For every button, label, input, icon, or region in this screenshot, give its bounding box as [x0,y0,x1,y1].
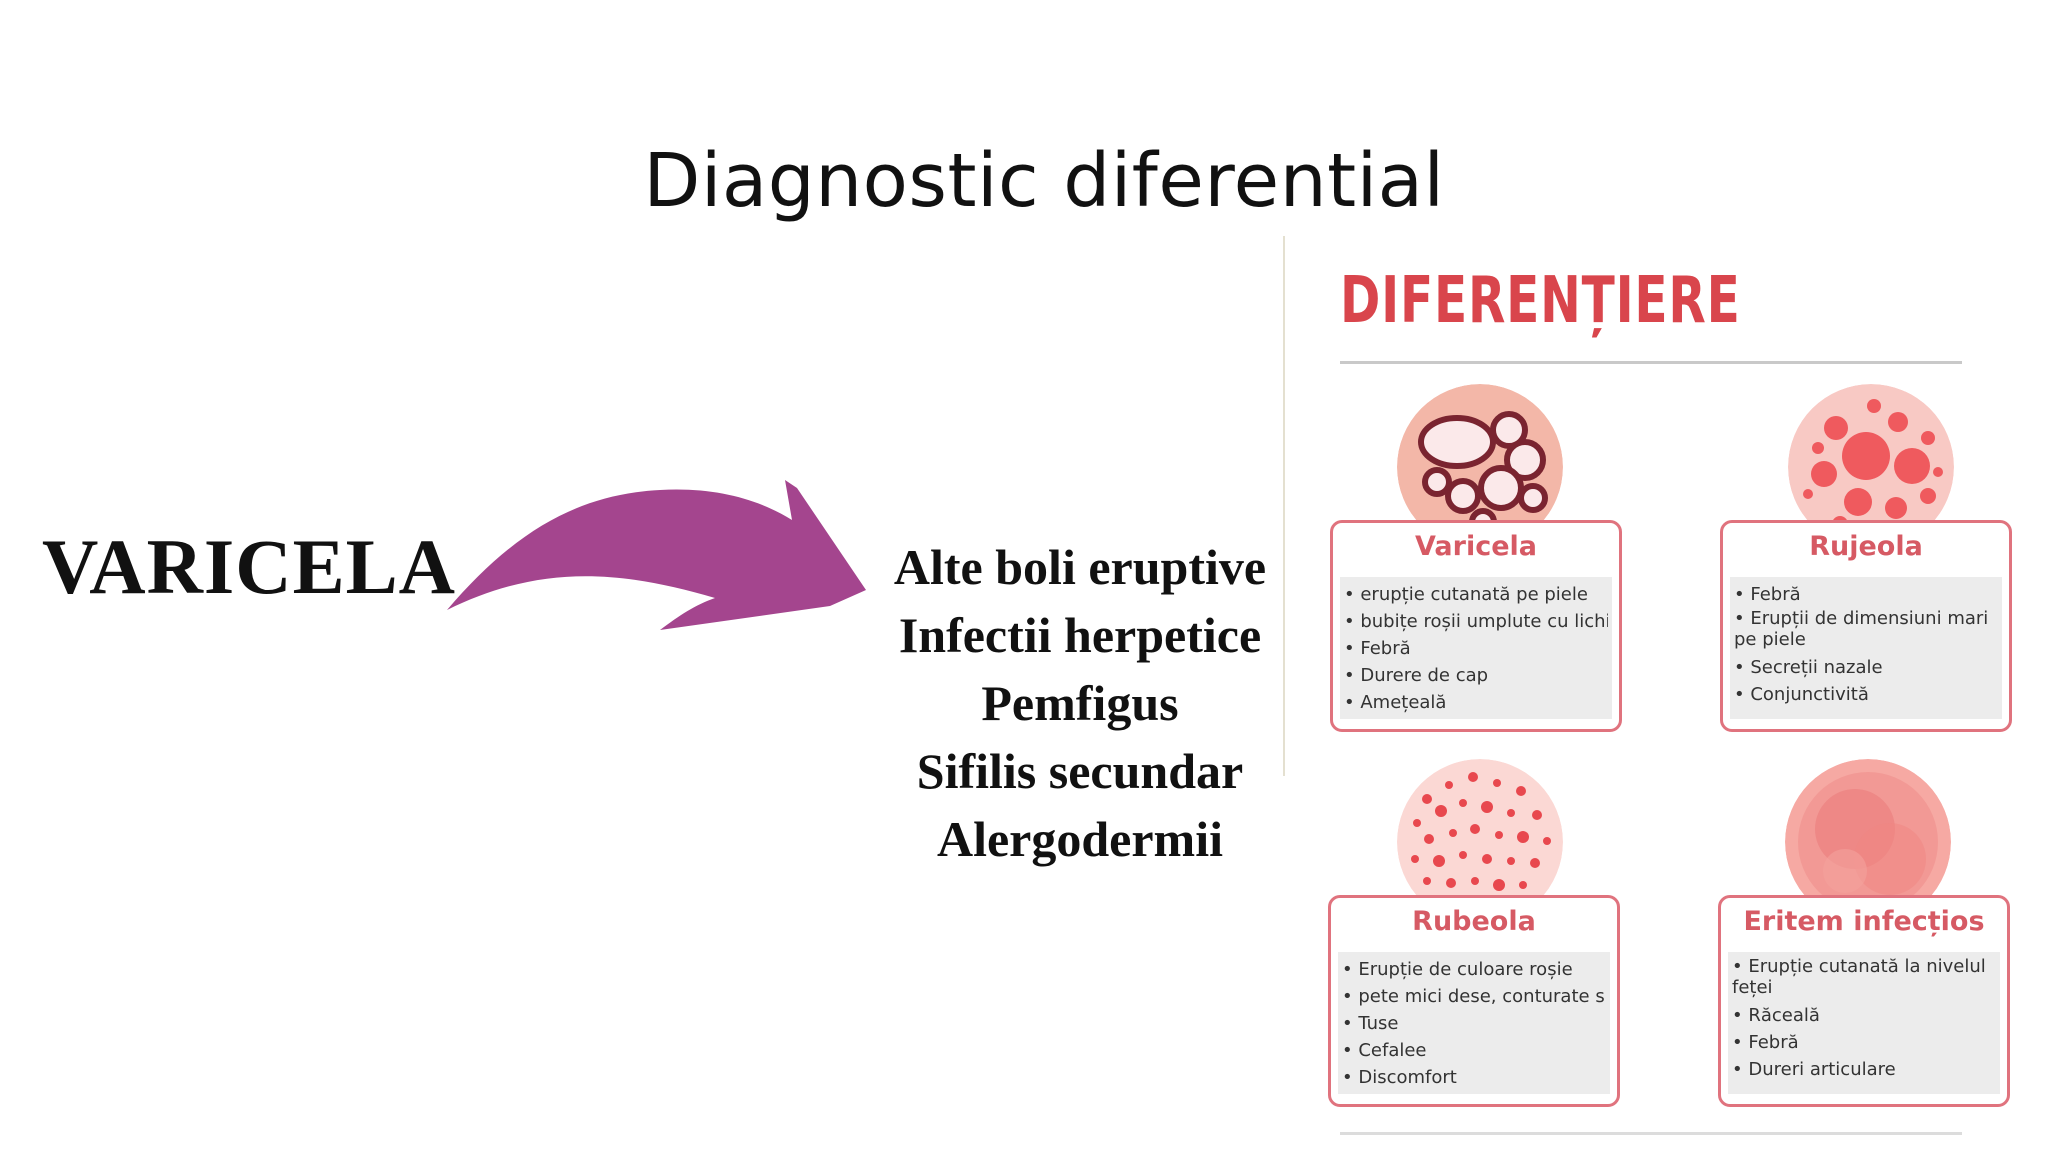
card-rujeola: Rujeola Febră Erupții de dimensiuni mari… [1720,520,2012,732]
rujeola-rash-illustration [1788,384,1954,550]
varicela-rash-illustration [1397,384,1563,550]
symptom-list: Erupție cutanată la nivelul feței Răceal… [1728,952,2000,1094]
symptom-item: Conjunctivită [1734,681,1998,708]
differential-item: Infectii herpetice [898,607,1262,663]
card-title: Rubeola [1412,906,1536,937]
symptom-item: Febră [1732,1029,1996,1056]
symptom-item: Tuse [1342,1010,1606,1037]
card-varicela: Varicela erupție cutanată pe piele bubiț… [1330,520,1622,732]
differential-item: Alergodermii [936,811,1223,867]
symptom-item: pete mici dese, conturate slab [1342,983,1606,1010]
symptom-item: Erupție de culoare roșie [1342,956,1606,983]
symptom-item: Dureri articulare [1732,1056,1996,1083]
panel-divider [1283,236,1285,776]
symptom-item: Cefalee [1342,1037,1606,1064]
bottom-rule [1340,1132,1962,1135]
symptom-item: Răceală [1732,1002,1996,1029]
symptom-item: Amețeală [1344,689,1608,716]
symptom-item: Discomfort [1342,1064,1606,1091]
infographic-heading: DIFERENȚIERE [1340,264,1741,338]
rubeola-rash-illustration [1397,759,1563,925]
card-title: Eritem infecțios [1743,906,1985,937]
symptom-list: Febră Erupții de dimensiuni mari pe piel… [1730,577,2002,719]
symptom-item: Erupție cutanată la nivelul feței [1732,956,1996,998]
eritem-rash-illustration [1785,759,1951,925]
card-rubeola: Rubeola Erupție de culoare roșie pete mi… [1328,895,1620,1107]
heading-rule [1340,361,1962,364]
differential-item: Sifilis secundar [916,743,1244,799]
differential-item: Pemfigus [981,675,1179,731]
symptom-item: Erupții de dimensiuni mari pe piele [1734,608,1998,650]
symptom-list: Erupție de culoare roșie pete mici dese,… [1338,952,1610,1094]
symptom-item: erupție cutanată pe piele [1344,581,1608,608]
symptom-list: erupție cutanată pe piele bubițe roșii u… [1340,577,1612,719]
subject-label: VARICELA [42,523,456,610]
symptom-item: Durere de cap [1344,662,1608,689]
slide-title: Diagnostic diferential [643,138,1445,224]
symptom-item: Febră [1734,581,1998,608]
card-title: Varicela [1414,531,1537,562]
symptom-item: Febră [1344,635,1608,662]
differentials-list: Alte boli eruptive Infectii herpetice Pe… [870,533,1290,873]
card-eritem-infectios: Eritem infecțios Erupție cutanată la niv… [1718,895,2010,1107]
differential-item: Alte boli eruptive [893,539,1267,595]
symptom-item: bubițe roșii umplute cu lichid [1344,608,1608,635]
symptom-item: Secreții nazale [1734,654,1998,681]
card-title: Rujeola [1809,531,1923,562]
